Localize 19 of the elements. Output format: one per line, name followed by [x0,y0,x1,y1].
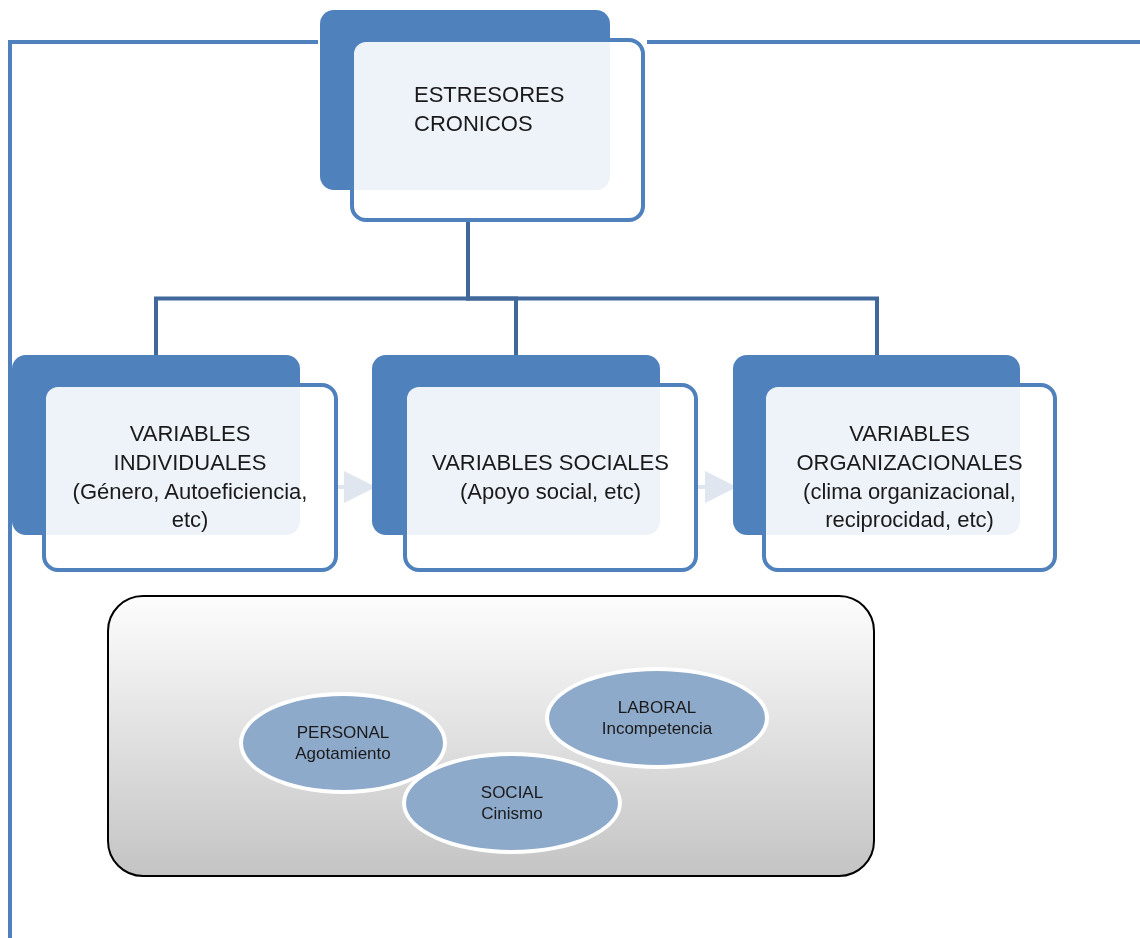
ellipse-detail: Incompetencia [601,718,713,740]
box-heading: VARIABLES ORGANIZACIONALES [795,420,1024,477]
rounded-panel [107,595,875,877]
box-detail: (clima organizacional, reciprocidad, etc) [802,477,1017,535]
box-detail: (Apoyo social, etc) [460,477,641,506]
box-heading: VARIABLES SOCIALES [432,448,669,477]
box-heading: ESTRESORES CRONICOS [414,81,566,138]
process-box [320,10,645,222]
box-heading: VARIABLES INDIVIDUALES [112,420,268,477]
box-detail: (Género, Autoeficiencia, etc) [71,477,309,535]
ellipse-heading: PERSONAL [296,721,390,743]
ellipse-detail: Cinismo [481,803,543,825]
process-box [372,355,698,572]
process-box [733,355,1057,572]
ellipse-detail: Agotamiento [295,743,391,765]
connector-line [466,222,879,355]
ellipse-heading: SOCIAL [480,781,544,803]
process-box [12,355,338,572]
ellipse-heading: LABORAL [617,696,697,718]
